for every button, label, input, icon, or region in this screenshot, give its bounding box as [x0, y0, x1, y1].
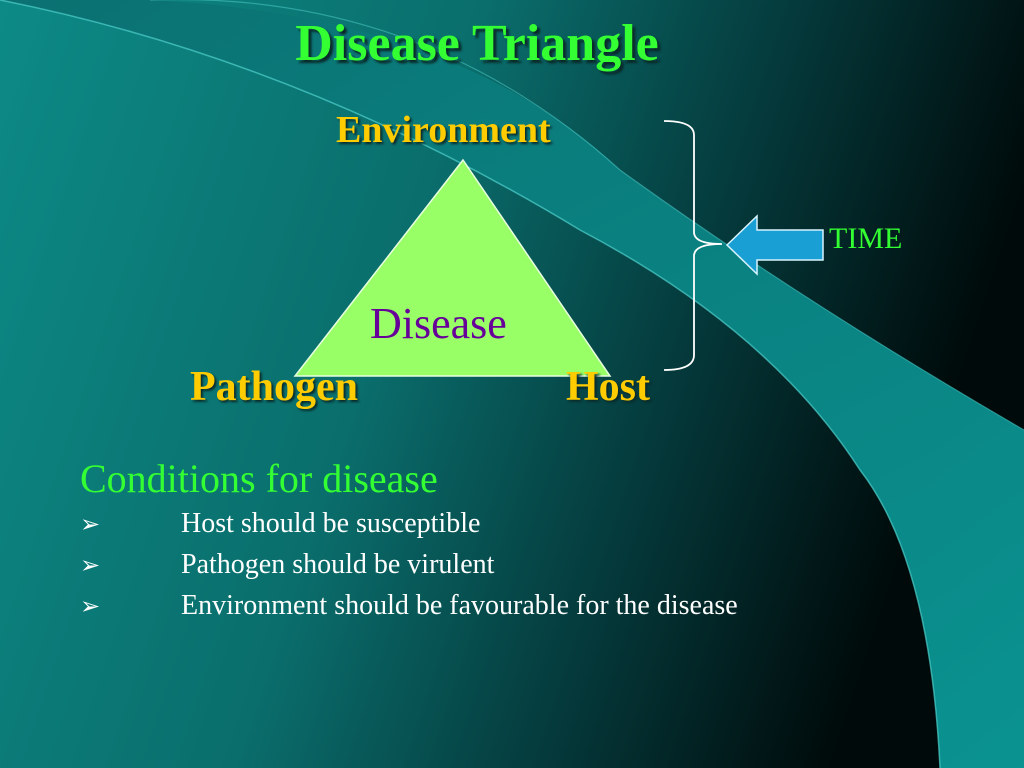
time-label: TIME [829, 222, 903, 255]
time-arrow-icon [725, 214, 824, 276]
condition-text: Environment should be favourable for the… [181, 590, 738, 621]
slide-title: Disease Triangle [295, 15, 659, 72]
background-swoosh-edge [0, 0, 941, 768]
disease-center-label: Disease [370, 299, 507, 348]
background-swoosh-edge-top [150, 0, 1024, 431]
disease-triangle [293, 158, 612, 377]
arrowhead-bullet-icon: ➢ [80, 592, 101, 620]
arrowhead-bullet-icon: ➢ [80, 510, 101, 538]
host-label: Host [566, 364, 650, 410]
arrowhead-bullet-icon: ➢ [80, 551, 101, 579]
condition-text: Host should be susceptible [181, 508, 481, 539]
environment-label: Environment [336, 109, 551, 151]
condition-text: Pathogen should be virulent [181, 549, 495, 580]
pathogen-label: Pathogen [190, 364, 358, 410]
conditions-heading: Conditions for disease [80, 456, 438, 501]
time-bracket [663, 120, 723, 371]
